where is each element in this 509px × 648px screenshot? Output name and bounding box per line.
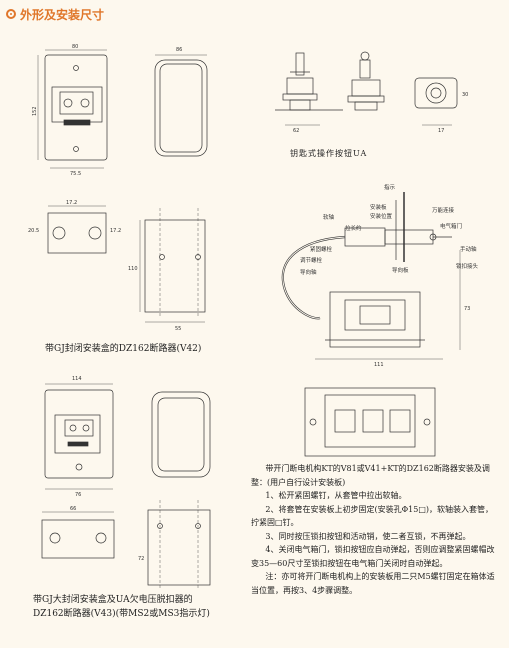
dim-side-width: 86 xyxy=(176,47,182,53)
v42-base-top xyxy=(47,205,107,254)
dim-key-d3: 30 xyxy=(462,92,468,98)
motor-mechanism-drawing xyxy=(281,192,461,360)
dim-v43-b3: 72 xyxy=(138,556,144,562)
dim-base-depth: 55 xyxy=(175,326,181,332)
dim-base-height: 110 xyxy=(128,266,138,272)
v42-front-view xyxy=(37,49,108,169)
label-manual-shaft: 手动轴 xyxy=(460,247,477,253)
caption-v43-line2: DZ162断路器(V43)(带MS2或MS3指示灯) xyxy=(33,609,210,619)
dim-key-d4: 17 xyxy=(438,128,444,134)
caption-v42: 带GJ封闭安装盒的DZ162断路器(V42) xyxy=(45,344,202,354)
notes-step-3: 3、同时按压锁扣按钮和活动销，使二者互锁，不再弹起。 xyxy=(265,531,471,541)
notes-step-2: 2、将套管在安装板上初步固定(安装孔Φ15□)，软轴装入套管，拧紧固□钉。 xyxy=(251,504,494,528)
v43-front-view xyxy=(44,383,114,490)
v43-base-top xyxy=(41,511,115,559)
label-guide-shaft: 导向轴 xyxy=(300,270,317,276)
caption-v43-line1: 带GJ大封闭安装盒及UA欠电压脱扣器的 xyxy=(33,595,193,605)
label-door: 电气箱门 xyxy=(440,224,463,230)
dim-motor-h: 73 xyxy=(464,306,470,312)
dim-base-w: 17.2 xyxy=(66,200,77,206)
dim-v43-bottom: 76 xyxy=(75,492,81,498)
dim-front-width: 80 xyxy=(72,44,78,50)
dim-key-d2: 62 xyxy=(293,128,299,134)
section-header: 外形及安装尺寸 xyxy=(6,5,104,23)
circle-bullet-icon xyxy=(6,9,16,19)
dim-v43-w1: 114 xyxy=(72,376,82,382)
section-title: 外形及安装尺寸 xyxy=(20,7,105,22)
caption-key-button: 钥匙式操作按钮UA xyxy=(290,149,368,158)
dim-bottom: 75.5 xyxy=(70,171,81,177)
dim-height: 152 xyxy=(32,106,38,116)
dim-base-h1: 20.5 xyxy=(28,228,39,234)
label-guide-plate: 导向板 xyxy=(392,268,409,274)
v42-base-side xyxy=(139,208,206,323)
v43-side-view xyxy=(151,391,211,478)
notes-step-1: 1、松开紧固螺钉，从套管中拉出软轴。 xyxy=(265,491,407,500)
label-adjust-bolt: 调节螺栓 xyxy=(300,258,323,264)
dim-motor-w: 111 xyxy=(374,362,384,368)
notes-step-4: 4、关闭电气箱门，锁扣按钮应自动弹起，否则应调整紧固螺帽改变35—60尺寸至锁扣… xyxy=(251,545,495,568)
key-button-drawing xyxy=(275,51,458,126)
dim-v43-b1: 66 xyxy=(70,506,76,512)
v43-base-side xyxy=(147,500,211,590)
label-bolt: 紧固螺栓 xyxy=(310,247,333,253)
label-shaft: 软轴 xyxy=(323,215,335,221)
installation-notes: 带开门断电机构KT的V81或V41+KT的DZ162断路器安装及调整：(用户自行… xyxy=(251,462,501,597)
label-mounting-plate: 安装板 xyxy=(370,205,387,211)
label-length: 拉长约 xyxy=(345,226,362,232)
notes-title: 带开门断电机构KT的V81或V41+KT的DZ162断路器安装及调整：(用户自行… xyxy=(251,464,490,487)
label-connector: 万能连接 xyxy=(432,208,455,214)
v42-side-view xyxy=(154,54,208,157)
label-indicator: 指示 xyxy=(384,185,396,191)
label-mount-pos: 安装位置 xyxy=(370,214,393,220)
label-lock-joint: 锁扣接头 xyxy=(456,264,479,270)
motor-bottom-view xyxy=(304,387,436,457)
dim-base-h2: 17.2 xyxy=(110,228,121,234)
notes-remark: 注：亦可将开门断电机构上的安装板用二只M5螺钉固定在箱体适当位置，再按3、4步骤… xyxy=(251,572,495,595)
